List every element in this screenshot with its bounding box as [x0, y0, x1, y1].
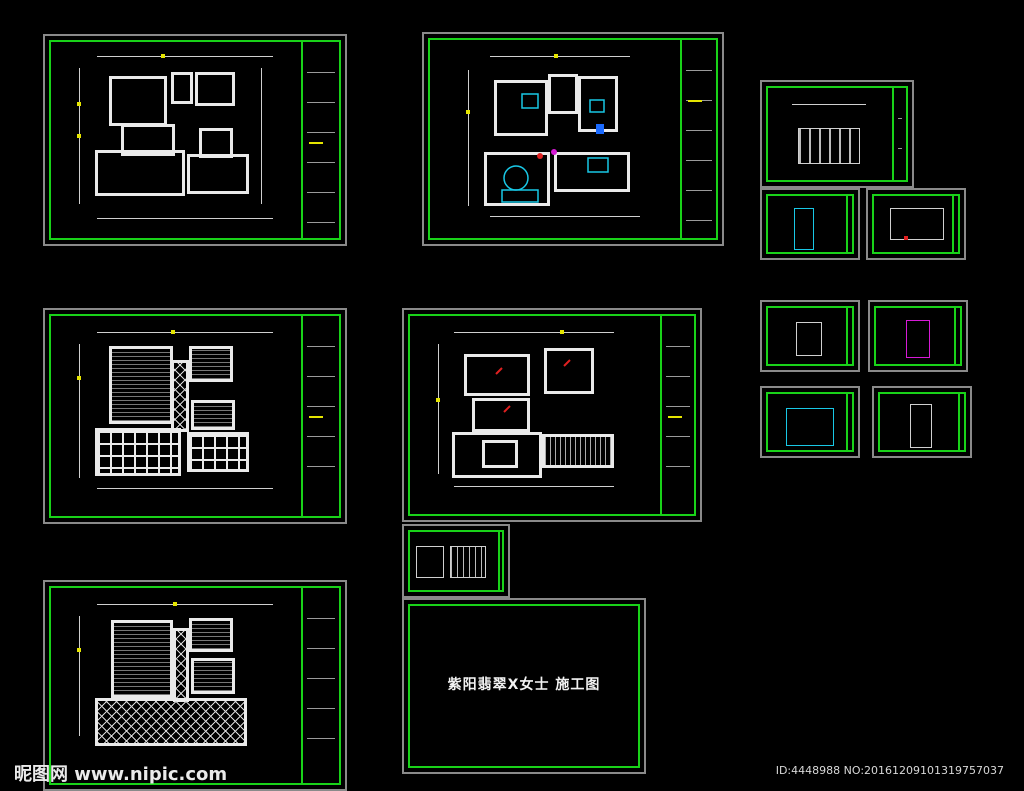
watermark-id: ID:4448988 NO:20161209101319757037	[775, 764, 1004, 777]
sheet-border	[408, 530, 504, 592]
drawing-sheet-detail-3[interactable]	[760, 300, 860, 372]
watermark-site: 昵图网 www.nipic.com	[14, 764, 228, 785]
dimension-line-right	[261, 68, 262, 204]
detail-drawing	[794, 208, 814, 250]
drawing-sheet-detail-1[interactable]	[760, 188, 860, 260]
sheet-border	[872, 194, 960, 254]
elevation-drawing	[798, 128, 860, 164]
sheet-border	[766, 86, 908, 182]
sheet-border	[408, 314, 696, 516]
title-block	[301, 316, 339, 516]
dimension-line-top	[97, 56, 273, 57]
drawing-sheet-detail-4[interactable]	[868, 300, 968, 372]
sheet-border	[878, 392, 966, 452]
sheet-border	[49, 586, 341, 785]
sheet-border	[874, 306, 962, 366]
cover-title: 紫阳翡翠X女士 施工图	[447, 677, 601, 693]
light-symbols	[495, 359, 571, 413]
sheet-border	[766, 306, 854, 366]
sheet-border	[49, 40, 341, 240]
furniture-symbols	[501, 93, 609, 203]
drawing-sheet-paving-plan[interactable]	[43, 580, 347, 791]
drawing-sheet-elevation-1[interactable]	[760, 80, 914, 188]
detail-drawing	[890, 208, 944, 240]
title-block	[301, 588, 339, 783]
sheet-border	[766, 194, 854, 254]
title-block	[680, 40, 716, 238]
detail-drawing	[906, 320, 930, 358]
detail-drawing	[786, 408, 834, 446]
wall-outline	[109, 76, 167, 126]
title-block	[301, 42, 339, 238]
sheet-border	[49, 314, 341, 518]
drawing-sheet-detail-6[interactable]	[872, 386, 972, 458]
drawing-sheet-original-plan[interactable]	[43, 34, 347, 246]
drawing-sheet-furniture-plan[interactable]	[422, 32, 724, 246]
drawing-sheet-floor-plan[interactable]	[43, 308, 347, 524]
drawing-sheet-small-details[interactable]	[402, 524, 510, 598]
dimension-line-bottom	[97, 218, 273, 219]
detail-drawing	[910, 404, 932, 448]
drawing-sheet-ceiling-plan[interactable]	[402, 308, 702, 522]
drawing-sheet-detail-2[interactable]	[866, 188, 966, 260]
title-block	[660, 316, 694, 514]
sheet-border	[428, 38, 718, 240]
sheet-border: 紫阳翡翠X女士 施工图	[408, 604, 640, 768]
ceiling-feature	[482, 440, 518, 468]
drawing-sheet-detail-5[interactable]	[760, 386, 860, 458]
detail-drawing	[416, 546, 444, 578]
detail-drawing	[450, 546, 486, 578]
drawing-sheet-cover[interactable]: 紫阳翡翠X女士 施工图	[402, 598, 646, 774]
sheet-border	[766, 392, 854, 452]
detail-drawing	[796, 322, 822, 356]
